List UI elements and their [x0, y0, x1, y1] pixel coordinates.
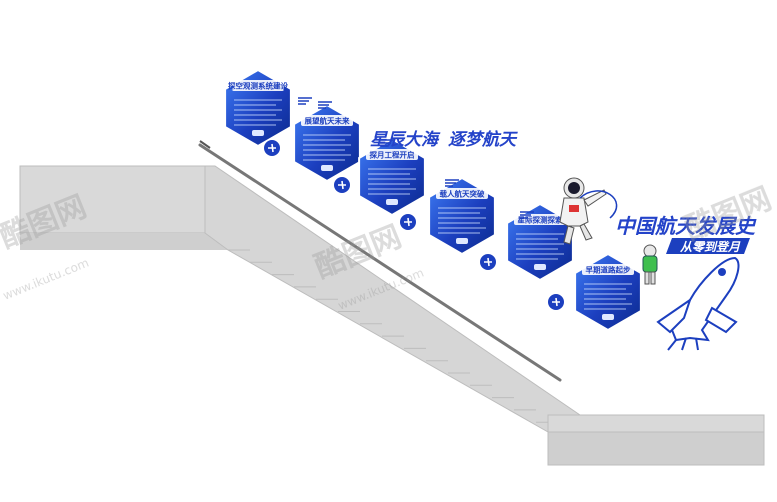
slogan-part1: 星辰大海 [370, 130, 441, 150]
airplane-glyph [338, 180, 346, 190]
hex-panel-title: 探空观测系统建设 [228, 81, 288, 91]
hex-panel: 探空观测系统建设 [224, 68, 312, 156]
astronaut-small-icon [642, 244, 658, 285]
subtitle: 从零到登月 [679, 240, 741, 254]
upper-landing-face [20, 233, 228, 250]
orbit-arc [579, 190, 618, 219]
hex-panel: 探月工程开启 [358, 137, 426, 230]
hex-panel-title-bg [582, 264, 634, 275]
subtitle-badge: 从零到登月 [666, 238, 750, 254]
space-shuttle-icon [656, 256, 740, 351]
astronaut-icon [559, 177, 607, 245]
hex-panel-title: 展望航天未来 [304, 116, 350, 126]
satellite-icon [386, 199, 398, 205]
staircase [19, 165, 765, 466]
space-station-icon [534, 264, 546, 270]
satellite-icon [321, 165, 333, 171]
main-title: 中国航天发展史 [615, 214, 757, 238]
hex-panel-title-bg [301, 115, 353, 126]
hex-panel-title: 探月工程开启 [370, 150, 415, 160]
hex-panel: 早期道路起步 [574, 252, 642, 332]
lower-landing [547, 414, 765, 433]
hex-panel-title: 早期道路起步 [586, 265, 631, 275]
hex-panel-title: 载人航天突破 [440, 189, 485, 199]
handrail [198, 140, 562, 382]
satellite-icon [602, 314, 614, 320]
lower-landing-face [547, 431, 765, 466]
hex-panel-title-bg [366, 149, 418, 160]
stair-steps [228, 249, 558, 423]
airplane-glyph [404, 217, 412, 227]
hex-panel-title-bg [232, 80, 284, 91]
satellite-icon [252, 130, 264, 136]
hex-panel: 载人航天突破 [428, 176, 496, 270]
hex-panel-title-bg [436, 188, 488, 199]
airplane-glyph [484, 257, 492, 267]
airplane-glyph [268, 143, 276, 153]
hex-panel: 展望航天未来 [293, 101, 361, 193]
hex-panel-title: 星际探测探索 [518, 215, 563, 225]
airplane-glyph [552, 297, 560, 307]
slogan-part2: 逐梦航天 [448, 130, 518, 150]
space-station-icon [456, 238, 468, 244]
hex-panel-title-bg [514, 214, 566, 225]
